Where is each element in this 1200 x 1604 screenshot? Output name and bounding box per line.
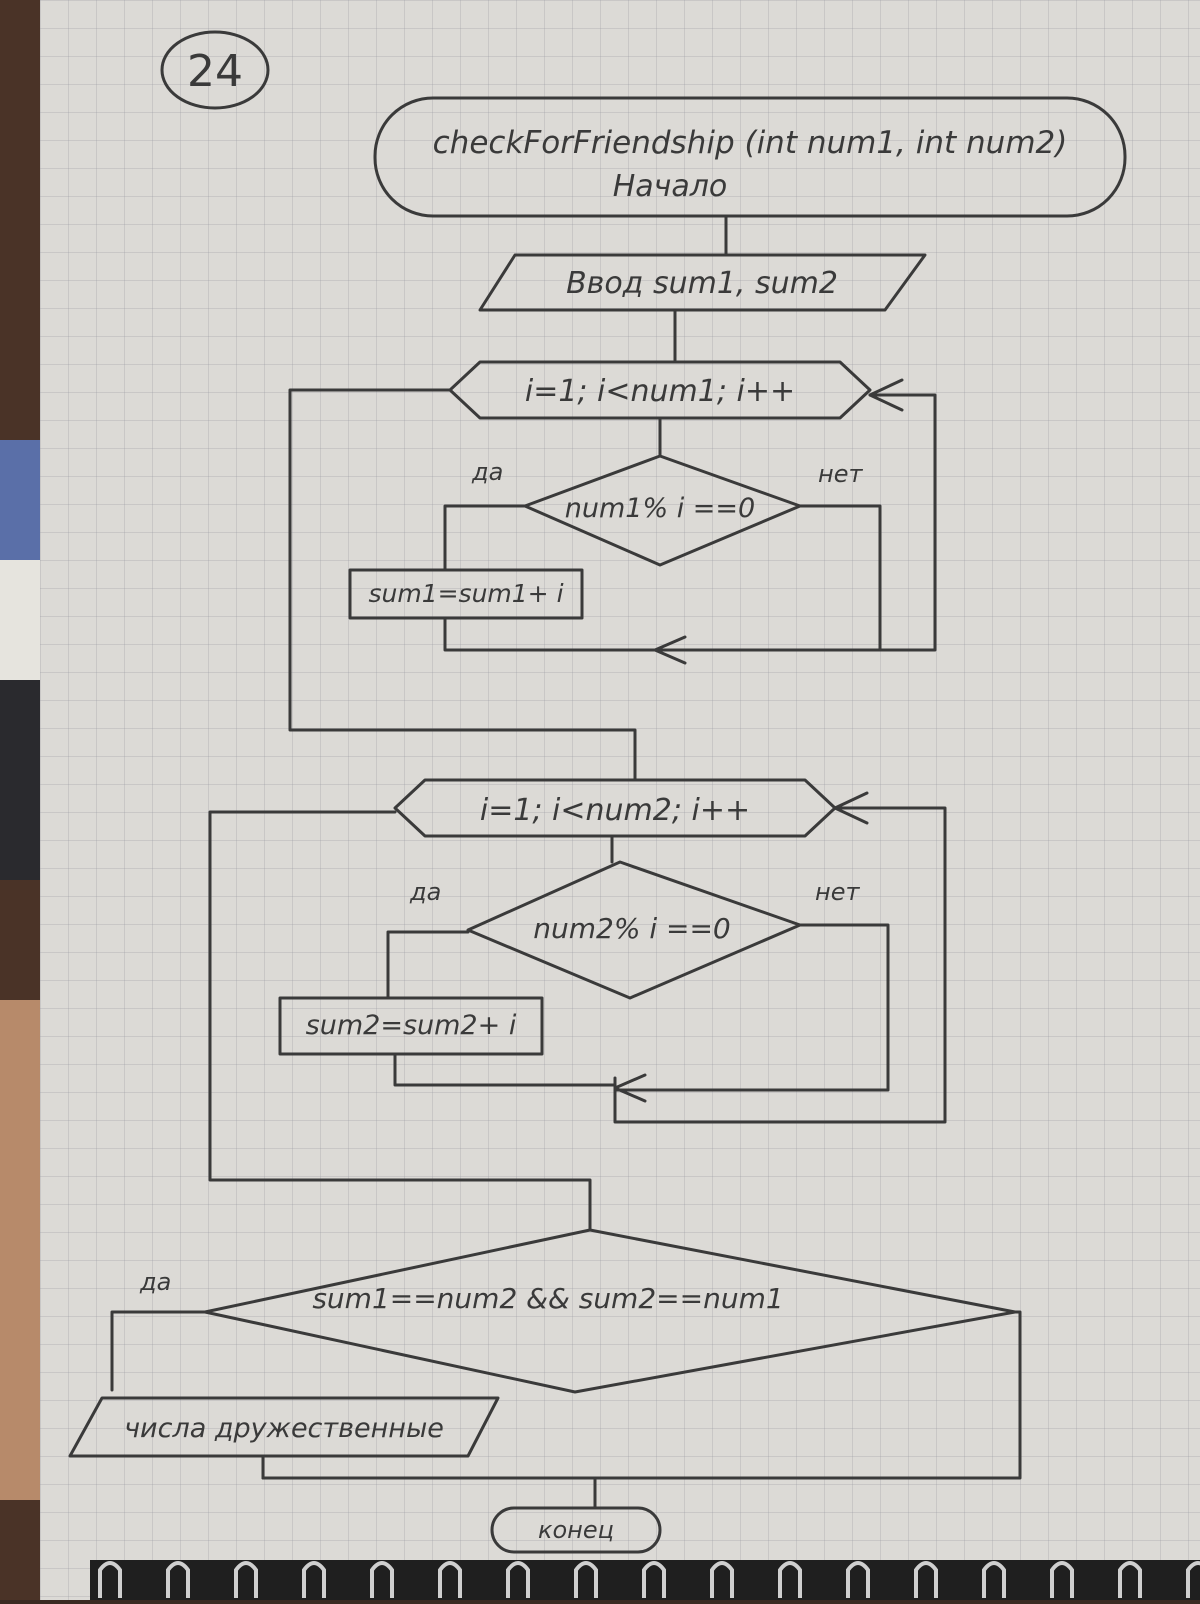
- input-label: Ввод sum1, sum2: [566, 266, 838, 301]
- spiral-ring: [506, 1561, 530, 1598]
- page-number-circle: [160, 30, 270, 110]
- input-parallelogram: [478, 253, 927, 312]
- spiral-ring: [166, 1561, 190, 1598]
- loop1-merge-arrow: [653, 635, 687, 665]
- loop1-merge-line: [443, 616, 657, 652]
- loop2-no-line: [613, 923, 890, 1092]
- spiral-ring: [234, 1561, 258, 1598]
- spiral-ring: [914, 1561, 938, 1598]
- loop2-merge-line: [393, 1052, 617, 1087]
- loop1-exit-line: [288, 388, 637, 782]
- loop1-yes-line: [443, 504, 527, 572]
- loop1-yes-label: да: [471, 458, 503, 486]
- final-yes-line: [110, 1310, 207, 1392]
- output-text: числа дружественные: [124, 1413, 444, 1444]
- loop2-exit-line: [208, 810, 592, 1232]
- loop2-yes-label: да: [409, 878, 441, 906]
- spiral-ring: [574, 1561, 598, 1598]
- loop1-action-text: sum1=sum1+ i: [368, 579, 563, 608]
- spiral-ring: [778, 1561, 802, 1598]
- loop1-back-arrow: [868, 378, 904, 412]
- loop1-decision-diamond: [523, 454, 802, 567]
- final-yes-label: да: [139, 1268, 171, 1296]
- loop2-condition-text: num2% i ==0: [533, 912, 731, 945]
- final-decision-diamond: [203, 1228, 1017, 1394]
- spiral-ring: [1050, 1561, 1074, 1598]
- spiral-rings: [98, 1561, 1200, 1598]
- spiral-ring: [302, 1561, 326, 1598]
- spiral-ring: [642, 1561, 666, 1598]
- final-condition-text: sum1==num2 && sum2==num1: [312, 1282, 783, 1315]
- loop1-header-hexagon: [448, 360, 872, 420]
- spiral-ring: [1186, 1561, 1200, 1598]
- spiral-ring: [98, 1561, 122, 1598]
- loop2-merge-arrow: [613, 1073, 647, 1103]
- end-terminal: [490, 1506, 662, 1554]
- loop1-header-text: i=1; i<num1; i++: [525, 374, 795, 409]
- loop2-back-arrow: [833, 791, 869, 825]
- start-terminal: [373, 96, 1127, 218]
- spiral-ring: [710, 1561, 734, 1598]
- output-parallelogram: [68, 1396, 500, 1458]
- final-no-line: [261, 1310, 1022, 1480]
- spiral-ring: [438, 1561, 462, 1598]
- loop1-no-label: нет: [818, 460, 863, 488]
- flowchart-svg: 24 checkForFriendship (int num1, int num…: [68, 30, 1200, 1600]
- start-label: Начало: [613, 169, 728, 204]
- loop2-yes-line: [386, 930, 470, 1000]
- loop2-action-box: [278, 996, 544, 1056]
- loop1-action-box: [348, 568, 584, 620]
- spiral-ring: [370, 1561, 394, 1598]
- loop2-decision-diamond: [466, 860, 802, 1000]
- loop1-condition-text: num1% i ==0: [565, 493, 755, 524]
- end-label: конец: [538, 1516, 614, 1544]
- loop2-back-line: [613, 806, 947, 1124]
- loop2-action-text: sum2=sum2+ i: [306, 1010, 517, 1041]
- loop1-back-line: [653, 393, 937, 652]
- spiral-ring: [1118, 1561, 1142, 1598]
- start-signature: checkForFriendship (int num1, int num2): [433, 125, 1068, 161]
- spiral-ring: [982, 1561, 1006, 1598]
- page-number: 24: [187, 46, 243, 97]
- loop2-header-text: i=1; i<num2; i++: [480, 793, 750, 828]
- notebook-sheet: 24 checkForFriendship (int num1, int num…: [40, 0, 1200, 1600]
- spiral-ring: [846, 1561, 870, 1598]
- loop2-no-label: нет: [815, 878, 860, 906]
- loop1-no-line: [798, 504, 882, 652]
